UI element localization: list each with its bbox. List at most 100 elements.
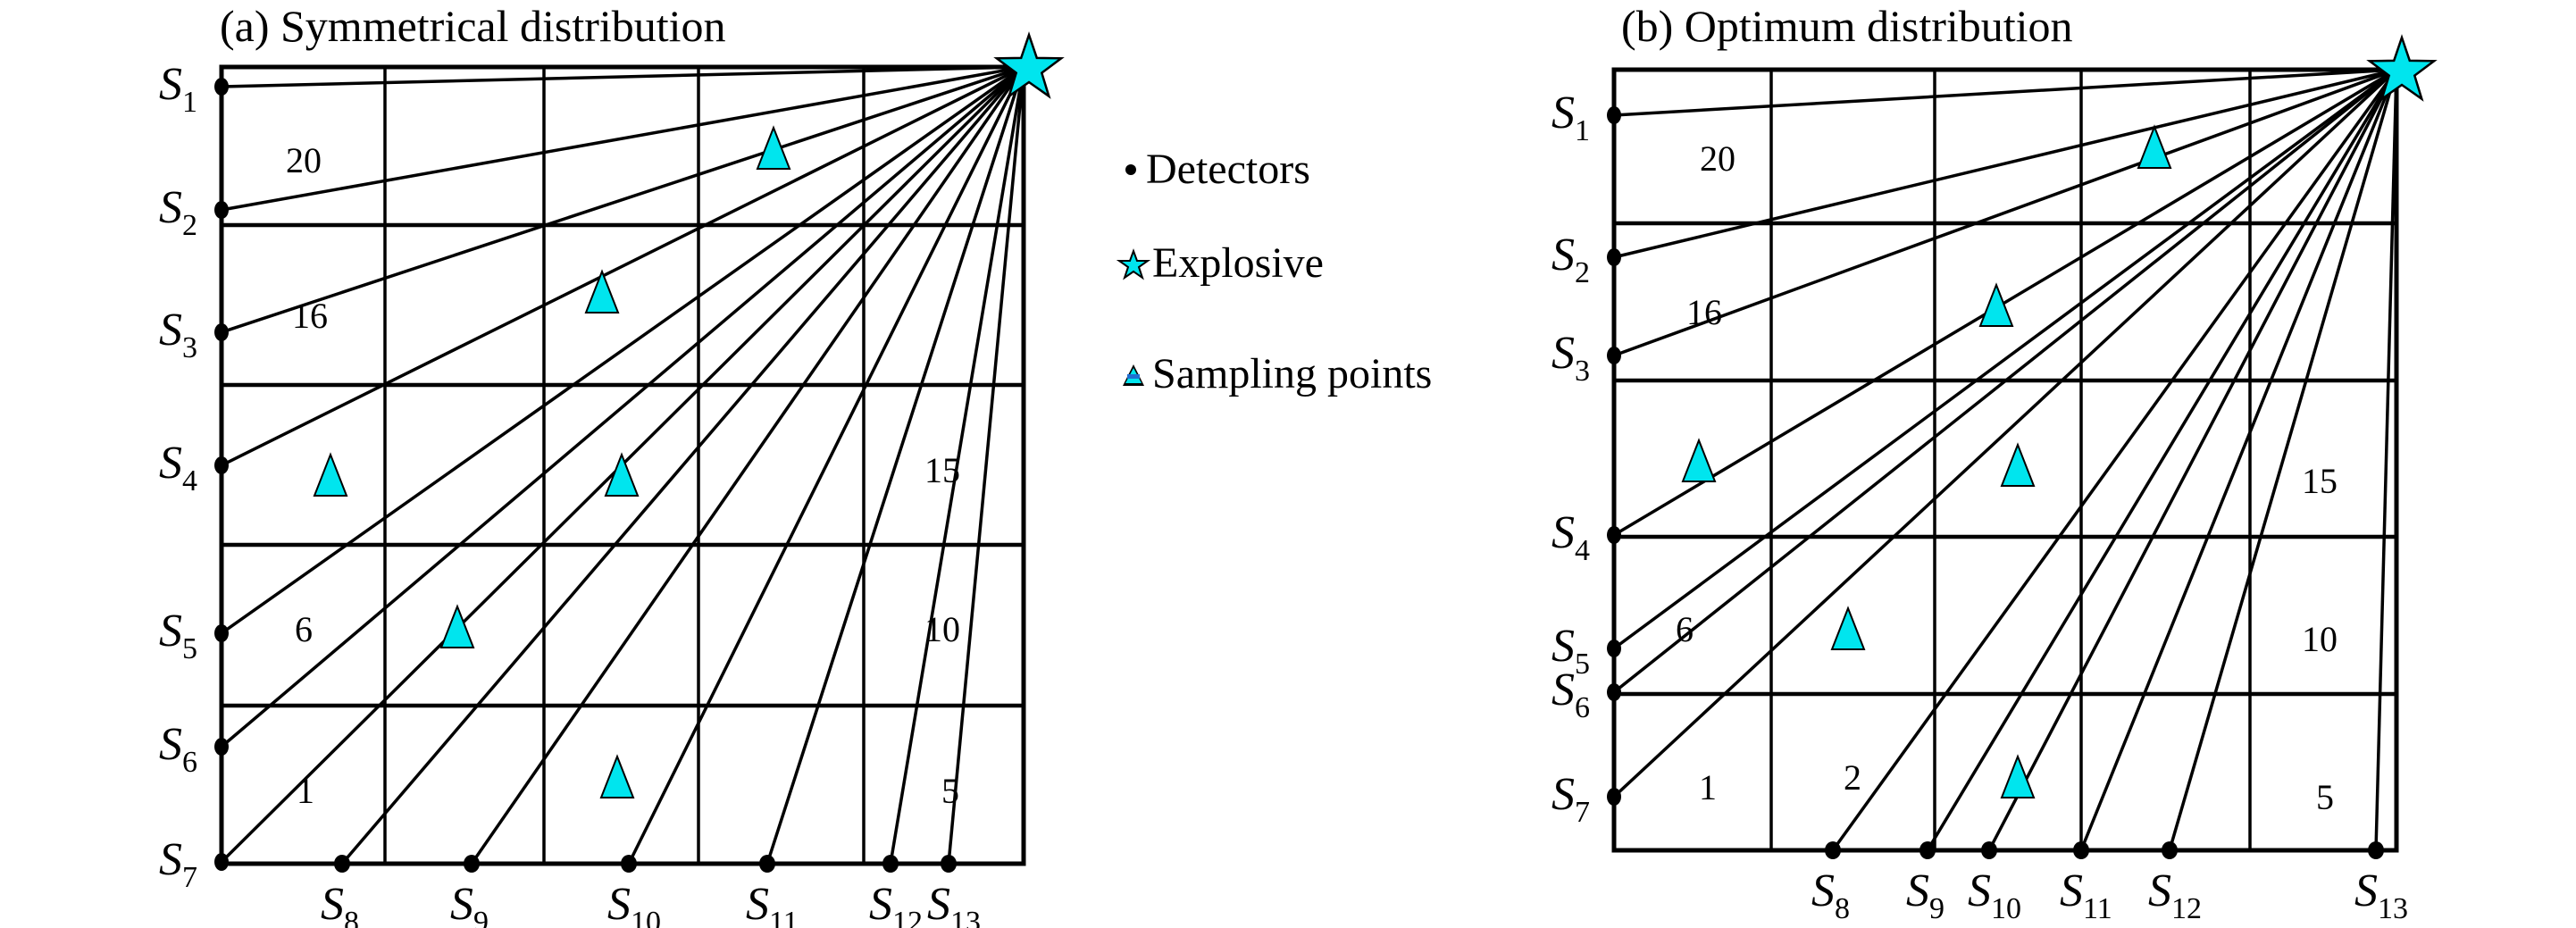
panel-optimum: (b) Optimum distribution S1S2S3S4S5S6S7S… [1551, 1, 2438, 925]
rays [220, 65, 1025, 865]
sampling-point-triangle [1681, 438, 1717, 482]
detector-label-subscript: 2 [182, 209, 197, 242]
grid [1611, 67, 2399, 853]
ray-line [221, 65, 1025, 88]
explosive-star [993, 31, 1065, 99]
cell-number: 2 [1844, 757, 1861, 798]
sampling-point-triangle [604, 452, 640, 497]
detector-label-subscript: 12 [2171, 892, 2202, 925]
ray-line [220, 65, 1025, 635]
rays [1612, 68, 2398, 852]
sampling-point-triangle [439, 604, 475, 648]
detector-dot [214, 738, 229, 756]
detector-label: S7 [159, 834, 197, 894]
sampling-point-triangle [599, 754, 635, 798]
star-icon [1116, 248, 1151, 280]
detector-label-subscript: 7 [182, 861, 197, 894]
detector-label-subscript: 9 [1929, 892, 1945, 925]
detector-dot [1607, 683, 1621, 701]
detector-dot [882, 855, 899, 873]
detector-dot [759, 855, 775, 873]
detector-label-subscript: 13 [950, 906, 981, 928]
sampling-point-triangle [2000, 442, 2036, 487]
ray-line [1926, 69, 2398, 851]
cell-number: 6 [295, 609, 313, 649]
detector-dot [214, 78, 229, 96]
detector-label: S5 [159, 606, 197, 665]
detector-label: S1 [159, 59, 197, 119]
detector-label-subscript: 2 [1575, 256, 1590, 289]
detector-label: S10 [1968, 865, 2021, 925]
detector-dot [1981, 841, 1997, 859]
ray-line [1612, 68, 2398, 798]
grid [219, 64, 1026, 866]
sampling-point-triangle [2000, 754, 2036, 798]
explosive-star [2366, 34, 2438, 102]
detector-label-subscript: 4 [1575, 534, 1590, 567]
ray-line [340, 65, 1025, 865]
detector-label: S8 [321, 879, 359, 928]
ray-line [2079, 69, 2398, 851]
detector-label: S13 [2354, 865, 2408, 925]
cell-number: 20 [286, 140, 322, 180]
detector-label: S4 [1551, 507, 1590, 567]
detector-dot [941, 855, 957, 873]
detector-label: S13 [927, 879, 981, 928]
detector-label: S3 [159, 305, 197, 364]
detector-label-subscript: 11 [2083, 892, 2112, 925]
detector-label: S11 [746, 879, 799, 928]
detector-dot [2073, 841, 2089, 859]
detector-dot [1607, 526, 1621, 544]
detector-label-subscript: 10 [1991, 892, 2021, 925]
detector-label-subscript: 13 [2378, 892, 2408, 925]
detector-dot [1607, 640, 1621, 657]
detector-label-subscript: 3 [1575, 355, 1590, 388]
detector-dot [1607, 248, 1621, 266]
legend-label: Explosive [1152, 239, 1324, 287]
cell-number: 5 [2316, 777, 2334, 817]
dot-icon [1125, 164, 1136, 175]
cell-number: 16 [292, 296, 328, 336]
detector-label-subscript: 3 [182, 331, 197, 364]
ray-line [1613, 68, 2397, 537]
sampling-point-triangle [2137, 124, 2172, 169]
ray-line [1613, 68, 2397, 357]
detector-dot [1607, 347, 1621, 364]
detector-label: S7 [1551, 769, 1590, 829]
detector-label: S6 [159, 719, 197, 779]
detector-label-subscript: 8 [344, 906, 359, 928]
cell-number: 15 [2302, 461, 2338, 501]
cell-number: 5 [941, 771, 959, 811]
detector-label: S3 [1551, 328, 1590, 388]
detector-dot [2162, 841, 2178, 859]
detector-label-subscript: 11 [769, 906, 799, 928]
detector-dot [464, 855, 480, 873]
detector-label: S4 [159, 438, 197, 497]
detector-label-subscript: 12 [892, 906, 923, 928]
ray-line [1613, 68, 2397, 117]
ray-line [1987, 69, 2398, 851]
markers [214, 31, 1065, 873]
cell-number: 20 [1700, 138, 1735, 179]
cell-number: 1 [297, 771, 314, 811]
triangle-icon [1123, 364, 1144, 386]
legend-label: Detectors [1146, 146, 1310, 193]
detector-dot [214, 853, 229, 871]
detector-dot [1607, 788, 1621, 806]
sampling-point-triangle [1830, 606, 1866, 650]
detector-label-subscript: 1 [182, 86, 197, 119]
ray-line [221, 65, 1025, 467]
detector-dot [1919, 841, 1936, 859]
detector-label-subscript: 5 [182, 632, 197, 665]
legend-item-sampling-points: Sampling points [1123, 350, 1432, 397]
detector-label: S9 [1906, 865, 1945, 925]
sampling-point-triangle [584, 269, 620, 314]
ray-line [2374, 69, 2398, 851]
detector-dot [214, 624, 229, 642]
detector-label: S12 [869, 879, 923, 928]
ray-line [1613, 68, 2397, 259]
legend-label: Sampling points [1152, 350, 1432, 397]
sampling-point-triangle [313, 452, 348, 497]
